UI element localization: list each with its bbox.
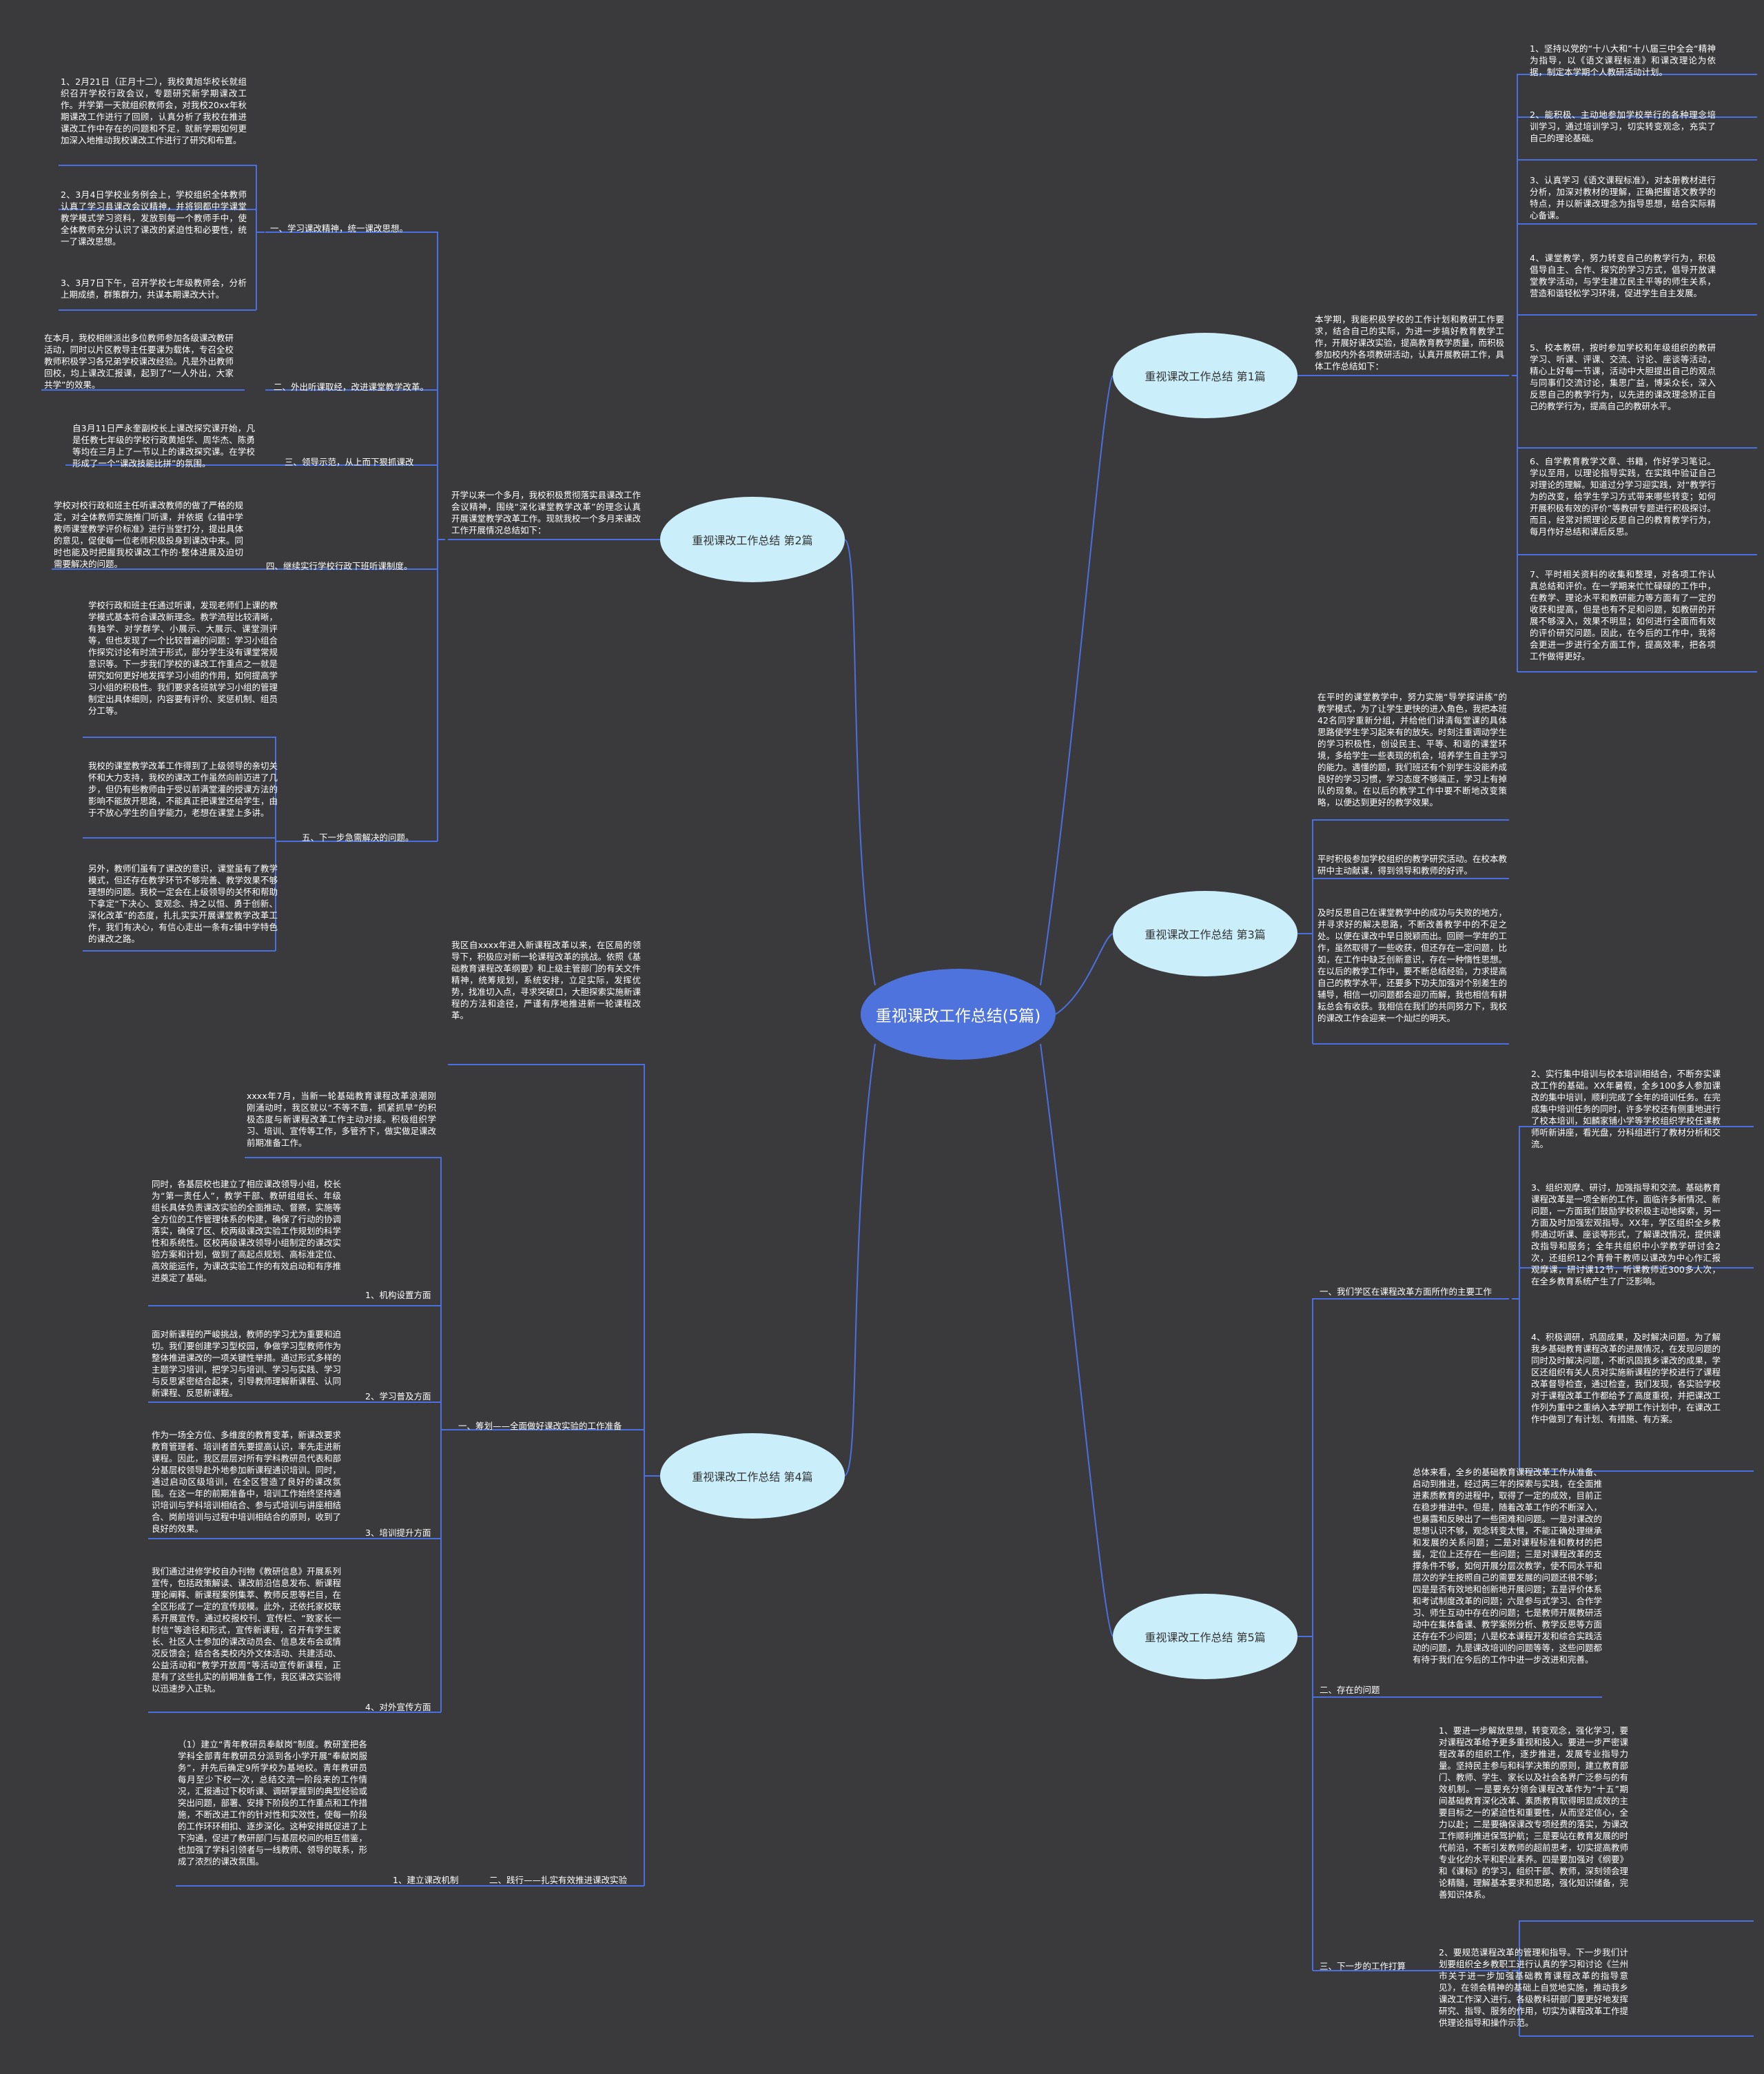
b2-sub-2-detail-1: 在本月，我校相继派出多位教师参加各级课改教研活动，同时以片区教导主任要课为载体，…	[44, 333, 234, 390]
b1-item-6: 6、自学教育教学文章、书籍，作好学习笔记。学以至用，以理论指导实践，在实践中验证…	[1530, 456, 1716, 537]
root-title: 重视课改工作总结(5篇)	[875, 1007, 1041, 1025]
b3-item-3: 及时反思自己在课堂教学中的成功与失败的地方，并寻求好的解决思路，不断改善教学中的…	[1317, 907, 1508, 1023]
b2-sub-3-detail-1: 自3月11日严永奎副校长上课改探究课开始，凡是任教七年级的学校行政黄旭华、周华杰…	[72, 423, 255, 469]
branch-node-2[interactable]: 重视课改工作总结 第2篇	[660, 497, 845, 582]
b2-sub-1-detail-2: 2、3月4日学校业务例会上，学校组织全体教师认真了学习县课改会议精神，并将铜都中…	[61, 189, 247, 247]
b5-sub-1-detail-2: 3、组织观摩、研讨，加强指导和交流。基础教育课程改革是一项全新的工作，面临许多新…	[1531, 1182, 1721, 1286]
b2-intro: 开学以来一个多月，我校积极贯彻落实县课改工作会议精神，围绕“深化课堂教学改革”的…	[451, 490, 642, 535]
b1-item-3: 3、认真学习《语文课程标准》，对本册教材进行分析，加深对教材的理解，正确把握语文…	[1530, 175, 1716, 220]
b4-sub-1-intro: xxxx年7月，当新一轮基础教育课程改革浪潮刚刚涌动时，我区就以“不等不靠，抓紧…	[247, 1091, 437, 1148]
b5-sub-1-label: 一、我们学区在课程改革方面所作的主要工作	[1320, 1286, 1493, 1297]
b2-sub-4-detail-1: 学校对校行政和班主任听课改教师的做了严格的规定，对全体教师实施推门听课，并依据《…	[54, 500, 244, 569]
b2-sub-5-detail-1: 学校行政和班主任通过听课，发现老师们上课的教学模式基本符合课改新理念。教学流程比…	[88, 600, 278, 716]
branch-2-title: 重视课改工作总结 第2篇	[692, 534, 813, 547]
branch-3-title: 重视课改工作总结 第3篇	[1145, 928, 1266, 941]
root-node[interactable]: 重视课改工作总结(5篇)	[861, 969, 1056, 1060]
b4-sub-1-1-detail: 同时，各基层校也建立了相应课改领导小组，校长为“第一责任人”，教学干部、教研组组…	[152, 1179, 342, 1283]
b5-sub-3-detail-2: 2、要规范课程改革的管理和指导。下一步我们计划要组织全乡教职工进行认真的学习和讨…	[1439, 1947, 1629, 2028]
branch-node-1[interactable]: 重视课改工作总结 第1篇	[1113, 333, 1298, 418]
b2-sub-1-label: 一、学习课改精神，统一课改思想。	[270, 223, 409, 234]
b4-sub-1-2-label: 2、学习普及方面	[365, 1391, 431, 1402]
b2-sub-4-label: 四、继续实行学校行政下班听课制度。	[266, 561, 413, 571]
b2-sub-3-label: 三、领导示范，从上而下狠抓课改	[285, 457, 414, 467]
b4-sub-1-2-detail: 面对新课程的严峻挑战，教师的学习尤为重要和迫切。我们要创建学习型校园，争做学习型…	[152, 1329, 342, 1398]
b4-sub-1-1-label: 1、机构设置方面	[365, 1290, 431, 1300]
b5-sub-1-detail-1: 2、实行集中培训与校本培训相结合，不断夯实课改工作的基础。XX年暑假，全乡100…	[1531, 1069, 1721, 1149]
b2-sub-5-detail-3: 另外，教师们虽有了课改的意识，课堂虽有了教学模式，但还存在教学环节不够完善、教学…	[88, 863, 278, 944]
b2-sub-1-detail-3: 3、3月7日下午，召开学校七年级教师会，分析上期成绩，群策群力，共谋本期课改大计…	[61, 278, 247, 300]
b5-sub-2-label: 二、存在的问题	[1320, 1685, 1380, 1695]
b4-sub-1-4-detail: 我们通过进修学校自办刊物《教研信息》开展系列宣传，包括政策解读、课改前沿信息发布…	[152, 1566, 342, 1694]
b5-sub-1-detail-3: 4、积极调研，巩固成果，及时解决问题。为了解我乡基础教育课程改革的进展情况，在发…	[1531, 1332, 1721, 1424]
b1-item-7: 7、平时相关资料的收集和整理，对各项工作认真总结和评价。在一学期来忙忙碌碌的工作…	[1530, 569, 1716, 661]
b4-sub-2-label: 二、践行——扎实有效推进课改实验	[489, 1875, 628, 1885]
b4-sub-1-3-detail: 作为一场全方位、多维度的教育变革，新课改要求教育管理者、培训者首先要提高认识，率…	[152, 1430, 342, 1534]
b4-sub-1-label: 一、筹划——全面做好课改实验的工作准备	[458, 1421, 622, 1431]
b5-sub-3-detail-1: 1、要进一步解放思想，转变观念，强化学习，要对课程改革给予更多重视和投入。要进一…	[1439, 1725, 1629, 1900]
b1-item-2: 2、能积极、主动地参加学校举行的各种理念培训学习，通过培训学习，切实转变观念，充…	[1530, 110, 1716, 143]
b2-sub-5-label: 五、下一步急需解决的问题。	[302, 832, 414, 843]
b4-sub-1-3-label: 3、培训提升方面	[365, 1528, 431, 1538]
b1-item-1: 1、坚持以党的“十八大和”十八届三中全会“精神为指导，以《语文课程标准》和课改理…	[1530, 43, 1716, 77]
b5-sub-2-detail-1: 总体来看，全乡的基础教育课程改革工作从准备、启动到推进，经过两三年的探索与实践，…	[1413, 1467, 1603, 1665]
branch-4-title: 重视课改工作总结 第4篇	[692, 1470, 813, 1483]
branch-1-title: 重视课改工作总结 第1篇	[1145, 370, 1266, 383]
b4-sub-2-1-label: 1、建立课改机制	[393, 1875, 459, 1885]
b1-intro: 本学期，我能积极学校的工作计划和教研工作要求，结合自己的实际，为进一步搞好教育教…	[1315, 314, 1505, 371]
b2-sub-1-detail-1: 1、2月21日（正月十二），我校黄旭华校长就组织召开学校行政会议，专题研究新学期…	[61, 76, 247, 145]
b1-item-4: 4、课堂教学，努力转变自己的教学行为，积极倡导自主、合作、探究的学习方式，倡导开…	[1530, 253, 1716, 298]
b2-sub-5-detail-2: 我校的课堂教学改革工作得到了上级领导的亲切关怀和大力支持，我校的课改工作虽然向前…	[88, 761, 278, 818]
b3-item-2: 平时积极参加学校组织的教学研究活动。在校本教研中主动献课，得到领导和教师的好评。	[1317, 854, 1508, 876]
b4-sub-2-1-detail: （1）建立“青年教研员奉献岗”制度。教研室把各学科全部青年教研员分派到各小学开展…	[178, 1739, 368, 1867]
branch-5-title: 重视课改工作总结 第5篇	[1145, 1631, 1266, 1644]
branch-node-4[interactable]: 重视课改工作总结 第4篇	[660, 1433, 845, 1519]
branch-node-3[interactable]: 重视课改工作总结 第3篇	[1113, 891, 1298, 976]
b3-item-1: 在平时的课堂教学中，努力实施“导学探讲练”的教学模式，为了让学生更快的进入角色，…	[1317, 692, 1508, 808]
branch-node-5[interactable]: 重视课改工作总结 第5篇	[1113, 1594, 1298, 1679]
b1-item-5: 5、校本教研，按时参加学校和年级组织的教研学习、听课、评课、交流、讨论、座谈等活…	[1530, 342, 1716, 411]
b4-sub-1-4-label: 4、对外宣传方面	[365, 1702, 431, 1712]
b5-sub-3-label: 三、下一步的工作打算	[1320, 1961, 1406, 1971]
b4-intro: 我区自xxxx年进入新课程改革以来，在区局的领导下，积极应对新一轮课程改革的挑战…	[451, 940, 642, 1020]
b2-sub-2-label: 二、外出听课取经，改进课堂教学改革。	[274, 382, 429, 392]
